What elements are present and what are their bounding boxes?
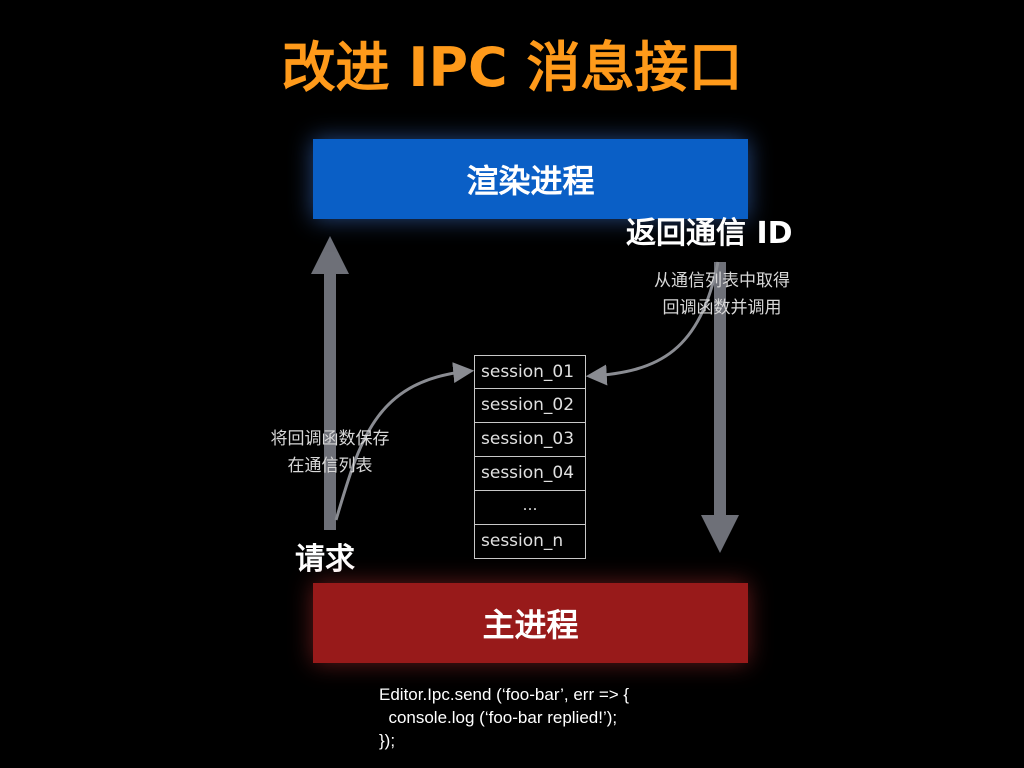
main-process-label: 主进程 xyxy=(482,606,579,644)
down-arrow xyxy=(701,262,739,553)
session-item: session_01 xyxy=(474,355,586,389)
session-item: session_03 xyxy=(474,423,586,457)
return-note-line-2: 回调函数并调用 xyxy=(662,298,782,318)
request-label: 请求 xyxy=(295,542,355,577)
session-item: session_04 xyxy=(474,457,586,491)
return-note-line-1: 从通信列表中取得 xyxy=(654,271,790,291)
return-id-label: 返回通信 ID xyxy=(626,216,793,251)
slide-title: 改进 IPC 消息接口 xyxy=(281,36,743,99)
save-note-line-2: 在通信列表 xyxy=(287,456,373,476)
save-connector xyxy=(334,362,475,521)
code-line-2: console.log (‘foo-bar replied!’); xyxy=(379,708,618,727)
return-note: 从通信列表中取得 回调函数并调用 xyxy=(612,268,832,322)
save-note-line-1: 将回调函数保存 xyxy=(270,429,390,449)
session-item: session_02 xyxy=(474,389,586,423)
main-process-box: 主进程 xyxy=(313,583,748,663)
session-item: session_n xyxy=(474,525,586,559)
fetch-connector xyxy=(585,261,720,386)
up-arrow xyxy=(311,236,349,530)
code-line-3: }); xyxy=(379,731,396,750)
renderer-process-label: 渲染进程 xyxy=(466,162,595,200)
code-snippet: Editor.Ipc.send (‘foo-bar’, err => { con… xyxy=(379,683,629,752)
renderer-process-box: 渲染进程 xyxy=(313,139,748,219)
code-line-1: Editor.Ipc.send (‘foo-bar’, err => { xyxy=(379,685,630,704)
session-ellipsis: … xyxy=(474,491,586,525)
save-note: 将回调函数保存 在通信列表 xyxy=(220,426,440,480)
session-list: session_01 session_02 session_03 session… xyxy=(474,355,586,559)
